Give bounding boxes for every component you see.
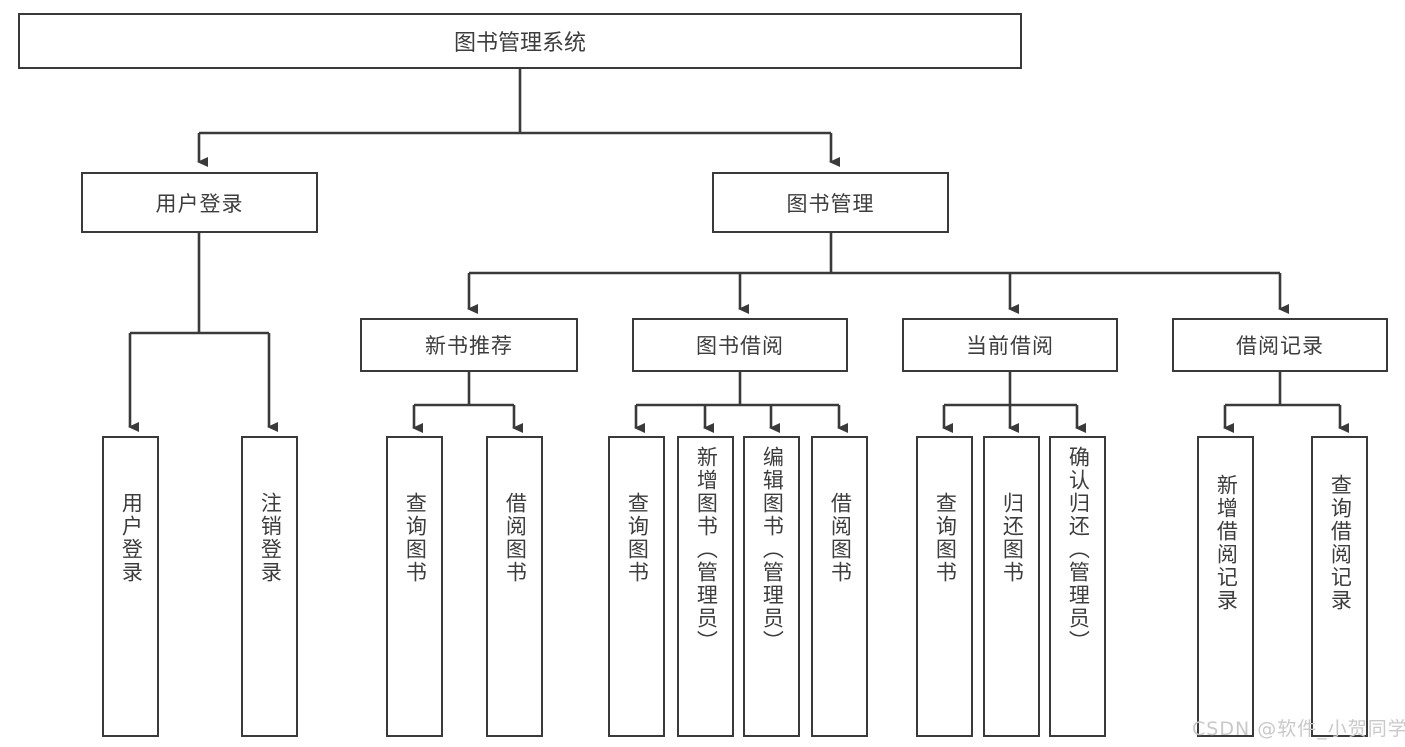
node-current-borrow[interactable]: 当前借阅 (902, 318, 1118, 372)
node-user-login-label: 用户登录 (155, 191, 244, 216)
leaf-logout[interactable]: 注销登录 (241, 436, 298, 737)
leaf-user-login[interactable]: 用户登录 (102, 436, 159, 737)
leaf-search-books-current-label: 查询图书 (933, 492, 958, 584)
node-borrow-record[interactable]: 借阅记录 (1172, 318, 1388, 372)
leaf-add-book-admin[interactable]: 新增图书（管理员） (677, 436, 734, 737)
leaf-confirm-return-admin-label: 确认归还（管理员） (1066, 446, 1091, 653)
leaf-borrow-books-new-label: 借阅图书 (503, 492, 528, 584)
node-book-management[interactable]: 图书管理 (712, 172, 949, 233)
node-borrow-record-label: 借阅记录 (1236, 334, 1324, 358)
leaf-edit-book-admin[interactable]: 编辑图书（管理员） (743, 436, 800, 737)
node-book-borrow[interactable]: 图书借阅 (632, 318, 848, 372)
leaf-return-books-label: 归还图书 (1000, 492, 1025, 584)
leaf-borrow-books-new[interactable]: 借阅图书 (486, 436, 543, 737)
node-new-book-recommend[interactable]: 新书推荐 (360, 318, 578, 372)
leaf-add-borrow-record[interactable]: 新增借阅记录 (1197, 436, 1254, 737)
node-current-borrow-label: 当前借阅 (966, 334, 1054, 358)
leaf-search-books-new-label: 查询图书 (403, 492, 428, 584)
leaf-user-login-label: 用户登录 (119, 492, 144, 584)
node-new-book-recommend-label: 新书推荐 (425, 334, 513, 358)
leaf-search-books-new[interactable]: 查询图书 (386, 436, 443, 737)
leaf-search-books-borrow[interactable]: 查询图书 (608, 436, 665, 737)
leaf-confirm-return-admin[interactable]: 确认归还（管理员） (1049, 436, 1106, 737)
leaf-borrow-books-label: 借阅图书 (828, 492, 853, 584)
leaf-add-borrow-record-label: 新增借阅记录 (1214, 474, 1239, 612)
leaf-search-books-borrow-label: 查询图书 (625, 492, 650, 584)
csdn-watermark: CSDN @软件_小贺同学 (1192, 718, 1405, 740)
leaf-edit-book-admin-label: 编辑图书（管理员） (760, 446, 785, 653)
leaf-query-borrow-record[interactable]: 查询借阅记录 (1311, 436, 1368, 737)
node-root[interactable]: 图书管理系统 (18, 13, 1022, 69)
node-user-login[interactable]: 用户登录 (81, 172, 318, 233)
node-book-management-label: 图书管理 (786, 191, 875, 216)
leaf-query-borrow-record-label: 查询借阅记录 (1328, 474, 1353, 612)
leaf-return-books[interactable]: 归还图书 (983, 436, 1040, 737)
leaf-add-book-admin-label: 新增图书（管理员） (694, 446, 719, 653)
leaf-logout-label: 注销登录 (258, 492, 283, 584)
leaf-search-books-current[interactable]: 查询图书 (916, 436, 973, 737)
node-root-label: 图书管理系统 (453, 31, 586, 56)
leaf-borrow-books[interactable]: 借阅图书 (811, 436, 868, 737)
node-book-borrow-label: 图书借阅 (696, 334, 784, 358)
